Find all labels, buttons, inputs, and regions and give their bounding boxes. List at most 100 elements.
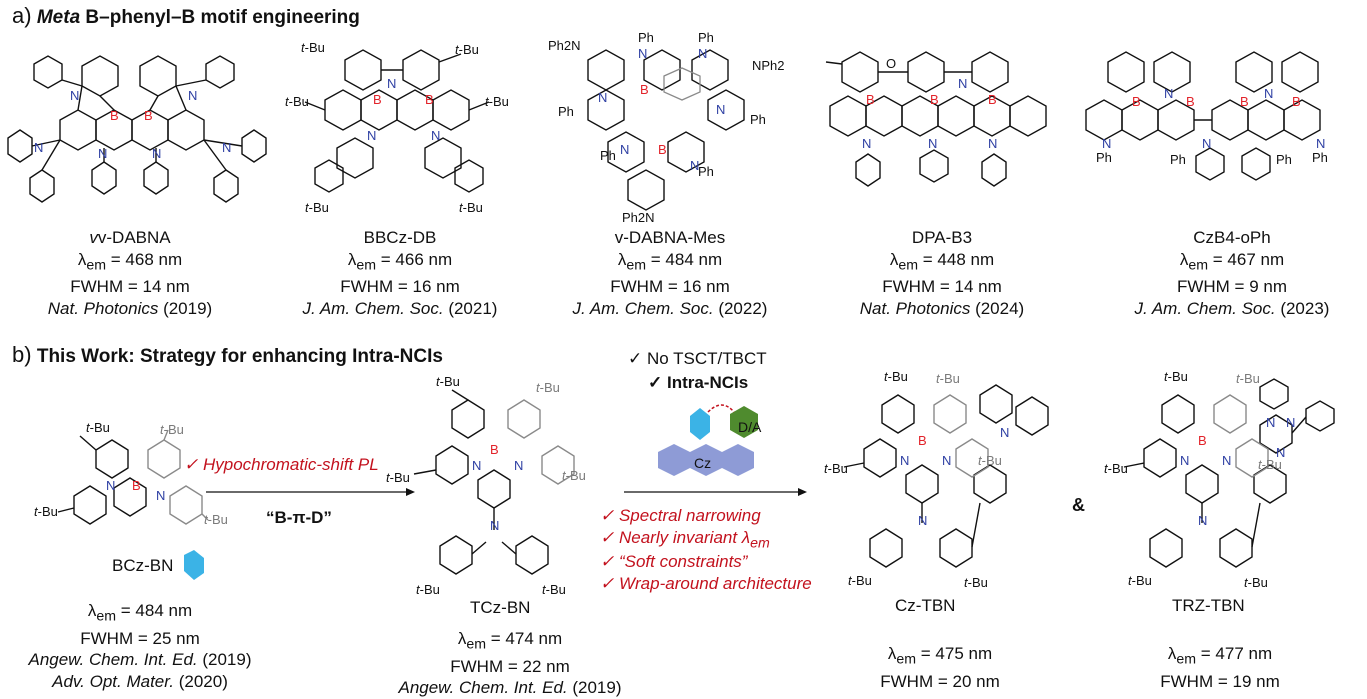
fwhm-value: FWHM = 25 nm: [80, 628, 200, 648]
emission-value: 484 nm: [665, 249, 723, 269]
panel-b-letter: b): [12, 342, 32, 367]
claim-spectral-narrowing: ✓ Spectral narrowing: [600, 506, 761, 525]
caption-bcz-bn: λem = 484 nm FWHM = 25 nm Angew. Chem. I…: [10, 600, 270, 692]
svg-text:B: B: [640, 82, 649, 97]
svg-text:Ph: Ph: [600, 148, 616, 163]
svg-text:t-Bu: t-Bu: [1128, 573, 1152, 588]
compound-name: v-DABNA: [97, 228, 171, 247]
svg-text:Ph: Ph: [1276, 152, 1292, 167]
journal: J. Am. Chem. Soc.: [1134, 298, 1276, 318]
svg-text:t-Bu: t-Bu: [1164, 369, 1188, 384]
svg-text:t-Bu: t-Bu: [562, 468, 586, 483]
check-intra-ncis: ✓ Intra-NCIs: [648, 373, 749, 392]
svg-text:t-Bu: t-Bu: [301, 40, 325, 55]
svg-text:N: N: [152, 146, 161, 161]
svg-text:N: N: [1222, 453, 1231, 468]
svg-text:t-Bu: t-Bu: [436, 374, 460, 389]
svg-text:t-Bu: t-Bu: [86, 420, 110, 435]
svg-text:Ph: Ph: [1096, 150, 1112, 165]
svg-text:B: B: [988, 92, 997, 107]
svg-text:B: B: [1198, 433, 1207, 448]
svg-text:B: B: [144, 108, 153, 123]
journal: Angew. Chem. Int. Ed.: [28, 650, 198, 670]
caption-tcz-bn: λem = 474 nm FWHM = 22 nm Angew. Chem. I…: [380, 628, 640, 699]
emission-value: 466 nm: [395, 249, 453, 269]
svg-text:Ph: Ph: [1170, 152, 1186, 167]
svg-text:N: N: [958, 76, 967, 91]
strategy-scheme: Cz D/A: [658, 404, 762, 476]
svg-text:N: N: [1180, 453, 1189, 468]
svg-text:t-Bu: t-Bu: [1104, 461, 1128, 476]
svg-text:t-Bu: t-Bu: [1244, 575, 1268, 590]
panel-b-title: This Work: Strategy for enhancing Intra-…: [36, 346, 443, 367]
cz-label: Cz: [694, 455, 711, 471]
svg-text:N: N: [472, 458, 481, 473]
svg-text:B: B: [373, 92, 382, 107]
tcz-bn-name: TCz-BN: [470, 598, 531, 617]
svg-text:t-Bu: t-Bu: [386, 470, 410, 485]
svg-text:N: N: [98, 146, 107, 161]
svg-text:t-Bu: t-Bu: [964, 575, 988, 590]
svg-text:t-Bu: t-Bu: [285, 94, 309, 109]
fwhm-value: FWHM = 16 nm: [340, 277, 460, 297]
caption-czb4-oph: CzB4-oPh λem = 467 nm FWHM = 9 nm J. Am.…: [1102, 227, 1362, 319]
svg-text:B: B: [918, 433, 927, 448]
svg-text:B: B: [132, 478, 141, 493]
journal: Nat. Photonics: [47, 298, 159, 318]
cz-tbn-name: Cz-TBN: [895, 596, 956, 615]
svg-text:N: N: [988, 136, 997, 151]
svg-text:t-Bu: t-Bu: [455, 42, 479, 57]
svg-text:NPh2: NPh2: [752, 58, 785, 73]
svg-text:t-Bu: t-Bu: [884, 369, 908, 384]
compound-name: CzB4-oPh: [1193, 228, 1271, 247]
svg-text:N: N: [514, 458, 523, 473]
fwhm-value: FWHM = 9 nm: [1176, 277, 1288, 297]
svg-text:N: N: [900, 453, 909, 468]
journal: Nat. Photonics: [859, 298, 971, 318]
caption-bbcz-db: BBCz-DB λem = 466 nm FWHM = 16 nm J. Am.…: [270, 227, 530, 319]
svg-text:N: N: [106, 478, 115, 493]
emission-value: 474 nm: [505, 629, 563, 648]
svg-text:Ph: Ph: [558, 104, 574, 119]
svg-text:N: N: [1266, 415, 1275, 430]
svg-text:N: N: [1276, 445, 1285, 460]
structure-cz-tbn: t-Bu t-Bu t-Bu t-Bu t-Bu t-Bu B N N N N: [824, 369, 1049, 590]
svg-text:t-Bu: t-Bu: [536, 380, 560, 395]
bcz-bn-name: BCz-BN: [112, 556, 174, 575]
svg-text:B: B: [1292, 94, 1301, 109]
bcz-bn-icon: [184, 550, 204, 580]
hypochromatic-claim: ✓ Hypochromatic-shift PL: [184, 455, 379, 474]
panel-a-title: B–phenyl–B motif engineering: [80, 7, 360, 28]
svg-text:N: N: [1264, 86, 1273, 101]
fwhm-value: FWHM = 20 nm: [880, 671, 1000, 691]
svg-text:t-Bu: t-Bu: [1236, 371, 1260, 386]
svg-text:N: N: [620, 142, 629, 157]
svg-text:N: N: [698, 46, 707, 61]
compound-name: DPA-B3: [911, 228, 973, 247]
svg-text:N: N: [918, 513, 927, 528]
svg-text:Ph: Ph: [1312, 150, 1328, 165]
svg-text:t-Bu: t-Bu: [416, 582, 440, 597]
svg-text:N: N: [1198, 513, 1207, 528]
svg-text:N: N: [690, 158, 699, 173]
svg-text:t-Bu: t-Bu: [204, 512, 228, 527]
arrow-label: “B-π-D”: [266, 508, 332, 527]
svg-text:t-Bu: t-Bu: [978, 453, 1002, 468]
svg-text:N: N: [387, 76, 396, 91]
svg-text:N: N: [70, 88, 79, 103]
structure-v-dabna: B B N N N N N N: [7, 55, 267, 203]
svg-text:N: N: [1000, 425, 1009, 440]
panel-b-heading: b) This Work: Strategy for enhancing Int…: [12, 342, 443, 368]
structure-dpa-b3: O B B B N N N N: [825, 51, 1047, 187]
svg-text:N: N: [156, 488, 165, 503]
fwhm-value: FWHM = 14 nm: [70, 277, 190, 297]
structure-bcz-bn: t-Bu t-Bu t-Bu t-Bu B N N: [34, 420, 228, 527]
arrow-to-products: [624, 488, 807, 496]
caption-trz-tbn: λem = 477 nm FWHM = 19 nm: [1090, 643, 1350, 692]
caption-cz-tbn: λem = 475 nm FWHM = 20 nm: [810, 643, 1070, 692]
svg-text:Ph: Ph: [638, 30, 654, 45]
structure-bbcz-db: t-Bu t-Bu t-Bu t-Bu t-Bu t-Bu B B N N N: [285, 40, 509, 215]
svg-text:N: N: [431, 128, 440, 143]
panel-a-letter: a): [12, 3, 32, 28]
svg-text:t-Bu: t-Bu: [34, 504, 58, 519]
